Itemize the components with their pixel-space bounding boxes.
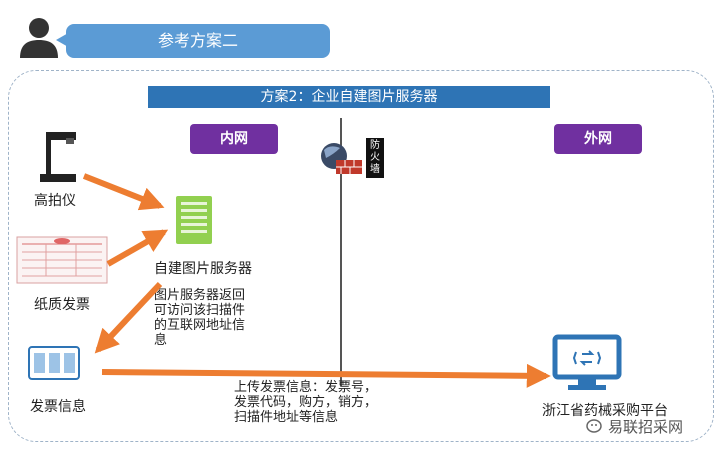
monitor-icon [552, 334, 622, 390]
wechat-icon [586, 419, 602, 433]
scheme-banner: 方案2：企业自建图片服务器 [148, 86, 550, 108]
document-camera-icon [40, 132, 76, 182]
scanner-to-server-arrow [82, 173, 165, 211]
upload-line: 发票代码，购方，销方， [234, 395, 378, 410]
platform-label: 浙江省药械采购平台 [542, 403, 668, 419]
server-return-line: 图片服务器返回 [154, 288, 246, 303]
internal-network-badge: 内网 [190, 124, 278, 154]
paper-invoice-label: 纸质发票 [34, 297, 90, 313]
watermark-text: 易联招采网 [608, 418, 684, 436]
invoice-to-server-arrow [106, 229, 169, 267]
invoice-info-label: 发票信息 [30, 399, 86, 415]
server-return-line: 息 [154, 333, 168, 348]
server-return-line: 可访问该扫描件 [154, 303, 246, 318]
user-avatar-icon [20, 18, 58, 58]
firewall-icon [321, 143, 362, 174]
paper-invoice-icon [16, 236, 108, 284]
upload-line: 上传发票信息：发票号， [234, 380, 378, 395]
upload-note: 上传发票信息：发票号， 发票代码，购方，销方， 扫描件地址等信息 [234, 380, 377, 425]
network-divider [340, 118, 342, 386]
image-server-label: 自建图片服务器 [154, 261, 252, 277]
server-return-note: 图片服务器返回 可访问该扫描件 的互联网地址信 息 [154, 288, 245, 348]
server-icon [176, 196, 212, 244]
external-network-badge: 外网 [554, 124, 642, 154]
upload-line: 扫描件地址等信息 [234, 410, 339, 425]
server-return-line: 的互联网地址信 [154, 318, 246, 333]
invoice-info-icon [28, 346, 80, 380]
scanner-label: 高拍仪 [34, 193, 76, 209]
upload-arrow [101, 363, 551, 388]
diagram-frame [8, 70, 714, 442]
header-title: 参考方案二 [66, 24, 330, 58]
firewall-label: 防火墙 [366, 138, 384, 178]
server-to-info-arrow [94, 281, 163, 354]
